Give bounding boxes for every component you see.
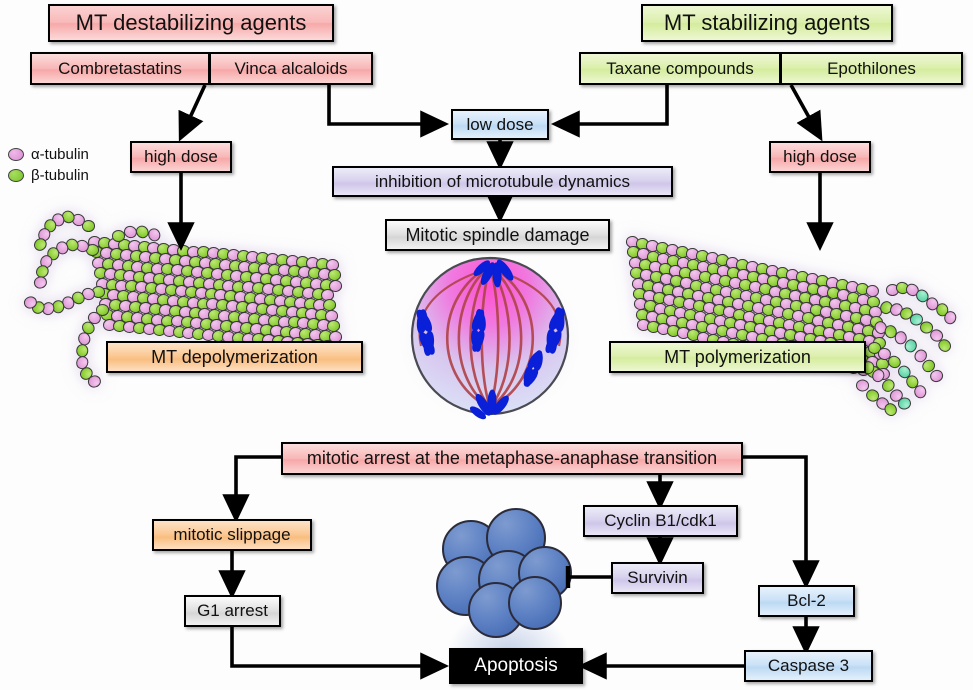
node-caspase-3[interactable]: Caspase 3 — [744, 650, 873, 682]
node-mitotic-slippage[interactable]: mitotic slippage — [152, 519, 312, 551]
beta-tubulin-subunit — [96, 304, 109, 316]
alpha-tubulin-subunit — [913, 384, 928, 399]
node-survivin[interactable]: Survivin — [611, 562, 704, 594]
polymerizing-microtubule-graphic — [618, 232, 973, 419]
node-apoptosis[interactable]: Apoptosis — [449, 648, 583, 684]
node-low-dose[interactable]: low dose — [451, 109, 549, 140]
node-mt-destabilizing-agents[interactable]: MT destabilizing agents — [48, 4, 334, 42]
node-high-dose-right[interactable]: high dose — [769, 141, 871, 173]
alpha-tubulin-dot-icon — [8, 148, 24, 161]
node-taxane-compounds[interactable]: Taxane compounds — [579, 52, 781, 85]
alpha-tubulin-subunit — [943, 310, 958, 326]
tubulin-subunit — [896, 396, 913, 411]
node-g1-arrest[interactable]: G1 arrest — [184, 595, 281, 627]
node-epothilones[interactable]: Epothilones — [780, 52, 963, 85]
beta-tubulin-dot-icon — [8, 169, 24, 182]
node-high-dose-left[interactable]: high dose — [130, 141, 232, 173]
node-inhibition-of-microtubule-dynamics[interactable]: inhibition of microtubule dynamics — [332, 166, 673, 197]
alpha-tubulin-subunit — [86, 374, 103, 390]
node-mitotic-arrest[interactable]: mitotic arrest at the metaphase-anaphase… — [281, 442, 743, 475]
legend-label-alpha: α-tubulin — [31, 146, 89, 163]
survivin-inhibition-connector — [565, 566, 612, 588]
alpha-tubulin-subunit — [32, 275, 49, 291]
depolymerizing-microtubule-graphic — [0, 200, 343, 430]
legend-label-beta: β-tubulin — [31, 167, 89, 184]
node-combretastatins[interactable]: Combretastatins — [30, 52, 210, 85]
legend-item-beta-tubulin: β-tubulin — [8, 165, 89, 186]
node-cyclin-b1-cdk1[interactable]: Cyclin B1/cdk1 — [583, 505, 738, 537]
legend-item-alpha-tubulin: α-tubulin — [8, 144, 89, 165]
apoptotic-cell-cluster-graphic — [436, 508, 572, 643]
beta-tubulin-subunit — [82, 220, 95, 232]
node-mt-stabilizing-agents[interactable]: MT stabilizing agents — [641, 4, 893, 42]
mitotic-spindle-cell-graphic — [395, 250, 585, 425]
node-mitotic-spindle-damage[interactable]: Mitotic spindle damage — [385, 219, 610, 251]
node-mt-polymerization[interactable]: MT polymerization — [609, 341, 866, 373]
node-mt-depolymerization[interactable]: MT depolymerization — [106, 341, 363, 373]
tubulin-legend: α-tubulin β-tubulin — [8, 144, 89, 186]
node-bcl-2[interactable]: Bcl-2 — [758, 585, 855, 617]
node-vinca-alcaloids[interactable]: Vinca alcaloids — [209, 52, 373, 85]
alpha-tubulin-subunit — [146, 226, 163, 243]
